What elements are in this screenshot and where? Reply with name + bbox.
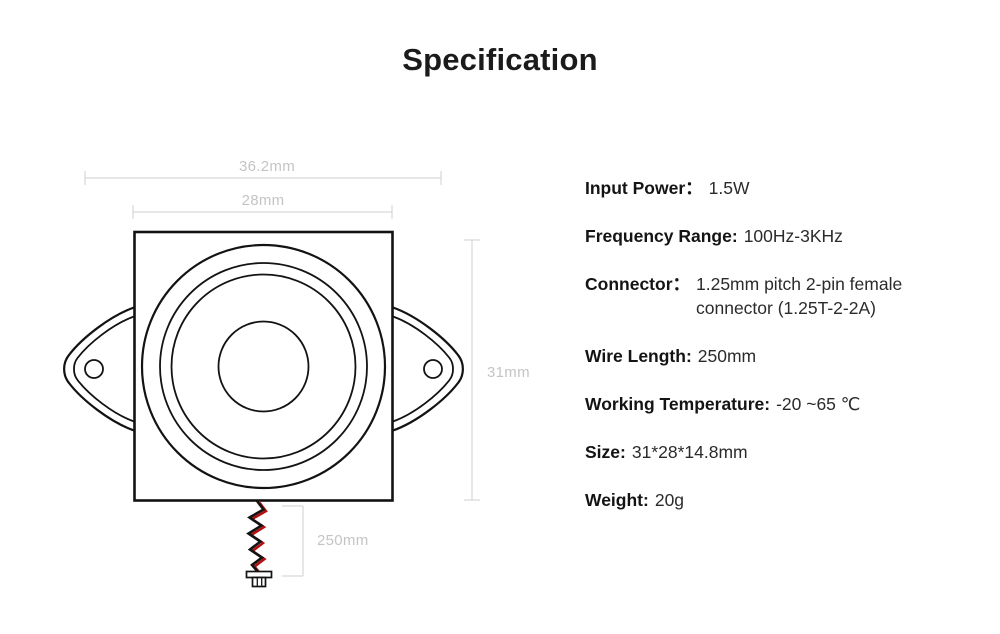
mounting-ear-left bbox=[63, 306, 135, 432]
page-title: Specification bbox=[402, 42, 598, 77]
spec-value: 1.5W bbox=[708, 178, 750, 198]
dim-label-body-height: 31mm bbox=[487, 364, 530, 381]
dim-label-wire-length: 250mm bbox=[317, 532, 369, 549]
dimension-lines bbox=[84, 171, 480, 577]
spec-label: Frequency Range: bbox=[585, 226, 738, 246]
dim-body-width bbox=[132, 205, 393, 219]
spec-list: Input Power： 1.5W Frequency Range: 100Hz… bbox=[585, 176, 970, 536]
dim-body-height bbox=[464, 239, 480, 501]
wire-black-strand bbox=[246, 500, 266, 573]
spec-value: 250mm bbox=[697, 346, 757, 366]
spec-row-input-power: Input Power： 1.5W bbox=[585, 176, 970, 200]
speaker-body bbox=[133, 230, 394, 502]
spec-row-connector: Connector： 1.25mm pitch 2-pin female con… bbox=[585, 272, 970, 320]
speaker-wire bbox=[245, 500, 273, 588]
speaker-diagram: 36.2mm 28mm 31mm 250mm bbox=[63, 158, 530, 588]
spec-value: -20 ~65 ℃ bbox=[776, 394, 861, 414]
dim-label-outer-width: 36.2mm bbox=[239, 158, 295, 175]
spec-row-working-temperature: Working Temperature: -20 ~65 ℃ bbox=[585, 392, 970, 416]
wire-connector bbox=[245, 570, 273, 588]
speaker-cone-rings bbox=[140, 243, 387, 490]
spec-label: Working Temperature: bbox=[585, 394, 771, 414]
spec-value: 20g bbox=[654, 490, 685, 510]
dim-wire-length bbox=[282, 505, 304, 577]
dim-label-body-width: 28mm bbox=[242, 192, 285, 209]
spec-value: 31*28*14.8mm bbox=[631, 442, 748, 462]
spec-label: Input Power： bbox=[585, 178, 703, 198]
spec-value: 1.25mm pitch 2-pin female connector (1.2… bbox=[696, 274, 903, 318]
spec-label: Size: bbox=[585, 442, 626, 462]
spec-label: Wire Length: bbox=[585, 346, 692, 366]
mounting-ears bbox=[63, 306, 464, 432]
spec-label: Connector： bbox=[585, 274, 690, 294]
spec-label: Weight: bbox=[585, 490, 649, 510]
ear-hole-left bbox=[84, 359, 104, 379]
ear-hole-right bbox=[423, 359, 443, 379]
spec-value: 100Hz-3KHz bbox=[743, 226, 843, 246]
spec-row-weight: Weight: 20g bbox=[585, 488, 970, 512]
spec-row-frequency-range: Frequency Range: 100Hz-3KHz bbox=[585, 224, 970, 248]
spec-row-size: Size: 31*28*14.8mm bbox=[585, 440, 970, 464]
spec-row-wire-length: Wire Length: 250mm bbox=[585, 344, 970, 368]
speaker-dust-cap bbox=[217, 320, 310, 413]
dim-outer-width bbox=[84, 171, 442, 185]
mounting-ear-right bbox=[392, 306, 464, 432]
